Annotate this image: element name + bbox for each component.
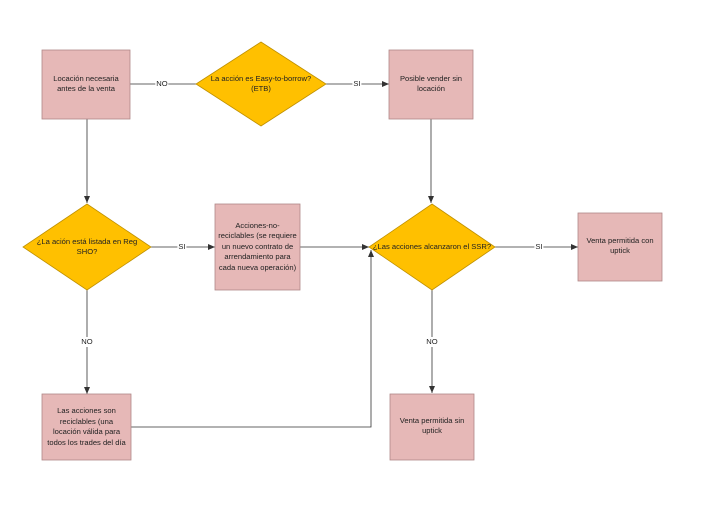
box-sale-without-uptick-text: Venta permitida sin uptick — [399, 415, 465, 436]
box-non-recyclable-text: Acciones-no-reciclables (se requiere un … — [218, 220, 297, 272]
decision-ssr — [368, 203, 496, 291]
edge-label-etb-yes: SI — [352, 79, 362, 89]
box-recyclable — [41, 393, 132, 461]
edge-label-reg-sho-no: NO — [80, 337, 94, 347]
edge-label-etb-no: NO — [155, 79, 169, 89]
edge-label-reg-sho-yes: SI — [177, 242, 187, 252]
box-locate-required-text: Locación necesaria antes de la venta — [53, 73, 119, 94]
edge-label-ssr-no: NO — [425, 337, 439, 347]
decision-etb-text: La acción es Easy-to-borrow? (ETB) — [210, 73, 312, 94]
decision-ssr-text: ¿Las acciones alcanzaron el SSR? — [372, 241, 492, 251]
box-sale-with-uptick-text: Venta permitida con uptick — [586, 235, 654, 256]
box-sale-with-uptick — [577, 212, 663, 282]
connectors — [84, 81, 578, 428]
edge-recyclable-to-ssr — [131, 250, 374, 428]
decision-etb — [195, 41, 327, 127]
box-sale-without-uptick — [389, 393, 475, 461]
box-sell-without-locate-text: Posible vender sin locación — [399, 73, 463, 94]
box-non-recyclable — [214, 203, 301, 291]
box-sell-without-locate — [388, 49, 474, 120]
box-recyclable-text: Las acciones son reciclables (una locaci… — [47, 406, 126, 447]
decision-reg-sho-text: ¿La ación está listada en Reg SHO? — [36, 236, 138, 257]
box-locate-required — [41, 49, 131, 120]
decision-reg-sho — [22, 203, 152, 291]
edge-label-ssr-yes: SI — [534, 242, 544, 252]
